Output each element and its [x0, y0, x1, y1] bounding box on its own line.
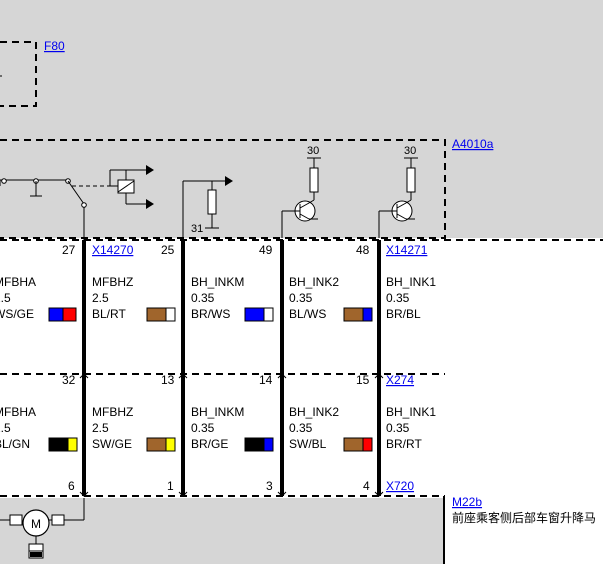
lower-swatch-3-a	[343, 437, 364, 452]
lower-color-1: SW/GE	[92, 437, 132, 451]
m22b-description: 前座乘客侧后部车窗升降马	[452, 510, 596, 525]
lower-signal-4: BH_INK1	[386, 405, 436, 419]
f80-box	[0, 41, 37, 107]
transistor-1	[281, 157, 321, 238]
lower-swatch-0	[48, 437, 78, 452]
lower-pin-32: 32	[62, 373, 76, 387]
lower-wire-labels: MFBHA 2.5 BL/GN MFBHZ 2.5 SW/GE BH_INKM …	[0, 405, 436, 451]
relay-arrow-bottom-icon	[146, 199, 154, 209]
lower-swatch-1	[146, 437, 176, 452]
lower-swatch-2-a	[244, 437, 265, 452]
upper-pin-27: 27	[62, 243, 76, 257]
lower-pin-15: 15	[356, 373, 370, 387]
wires	[82, 240, 381, 496]
upper-swatch-2	[244, 307, 274, 322]
upper-color-0: WS/GE	[0, 307, 34, 321]
lower-size-2: 0.35	[191, 421, 215, 435]
lower-signal-2: BH_INKM	[191, 405, 244, 419]
bottom-pin-1: 1	[167, 479, 174, 493]
x14270-link[interactable]: X14270	[92, 243, 134, 257]
lower-pin-13: 13	[161, 373, 175, 387]
lower-signal-1: MFBHZ	[92, 405, 133, 419]
upper-pin-48: 48	[356, 243, 370, 257]
supply-30-left: 30	[307, 145, 319, 157]
upper-swatch-1	[146, 307, 176, 322]
lower-swatch-1-a	[146, 437, 167, 452]
transistor-2	[378, 157, 418, 238]
lower-size-3: 0.35	[289, 421, 313, 435]
relay-arrow-top-icon	[146, 165, 154, 175]
upper-swatch-1-a	[146, 307, 167, 322]
upper-signal-2: BH_INKM	[191, 275, 244, 289]
lower-color-4: BR/RT	[386, 437, 422, 451]
relay-circuit	[0, 169, 146, 240]
upper-color-2: BR/WS	[191, 307, 230, 321]
upper-signal-3: BH_INK2	[289, 275, 339, 289]
upper-swatch-0-a	[48, 307, 64, 322]
lower-pin-14: 14	[259, 373, 273, 387]
bottom-pin-6: 6	[68, 479, 75, 493]
wire-ticks	[79, 373, 384, 497]
ground-label: 31	[191, 223, 203, 235]
upper-signal-1: MFBHZ	[92, 275, 133, 289]
m22b-link[interactable]: M22b	[452, 495, 482, 509]
motor-icon	[22, 509, 50, 537]
x274-link[interactable]: X274	[386, 373, 414, 387]
lower-signal-0: MFBHA	[0, 405, 36, 419]
lower-swatch-2	[244, 437, 274, 452]
upper-size-3: 0.35	[289, 291, 313, 305]
resistor-arrow-icon	[225, 176, 233, 186]
upper-pin-25: 25	[161, 243, 175, 257]
resistor-circuit	[182, 180, 225, 238]
bottom-pin-3: 3	[266, 479, 273, 493]
motor-label: M	[31, 517, 41, 531]
upper-swatch-1-b	[165, 307, 176, 322]
upper-signal-0: MFBHA	[0, 275, 36, 289]
module-background	[0, 0, 603, 238]
upper-swatch-2-b	[263, 307, 274, 322]
upper-color-4: BR/BL	[386, 307, 421, 321]
lower-color-0: BL/GN	[0, 437, 30, 451]
lower-size-4: 0.35	[386, 421, 410, 435]
upper-color-1: BL/RT	[92, 307, 126, 321]
x720-link[interactable]: X720	[386, 479, 414, 493]
upper-swatch-3-a	[343, 307, 364, 322]
lower-color-3: SW/BL	[289, 437, 327, 451]
bottom-pin-4: 4	[363, 479, 370, 493]
upper-pin-49: 49	[259, 243, 273, 257]
upper-wire-labels: MFBHA 2.5 WS/GE MFBHZ 2.5 BL/RT BH_INKM …	[0, 275, 436, 321]
lower-signal-3: BH_INK2	[289, 405, 339, 419]
upper-size-4: 0.35	[386, 291, 410, 305]
lower-size-1: 2.5	[92, 421, 109, 435]
lower-swatch-1-b	[165, 437, 176, 452]
upper-size-1: 2.5	[92, 291, 109, 305]
f80-link[interactable]: F80	[44, 39, 65, 53]
motor-module-background	[0, 498, 444, 564]
a4010a-box	[0, 139, 446, 239]
lower-size-0: 2.5	[0, 421, 11, 435]
upper-size-2: 0.35	[191, 291, 215, 305]
motor-sensor-fill	[30, 552, 42, 557]
a4010a-link[interactable]: A4010a	[452, 137, 494, 151]
upper-swatch-0	[48, 307, 77, 322]
upper-signal-4: BH_INK1	[386, 275, 436, 289]
upper-swatch-2-a	[244, 307, 265, 322]
lower-swatch-0-a	[48, 437, 69, 452]
upper-swatch-3	[343, 307, 373, 322]
x14271-link[interactable]: X14271	[386, 243, 428, 257]
upper-color-3: BL/WS	[289, 307, 326, 321]
lower-swatch-0-b	[67, 437, 78, 452]
lower-swatch-3	[343, 437, 373, 452]
upper-size-0: 2.5	[0, 291, 11, 305]
upper-swatch-0-b	[62, 307, 77, 322]
supply-30-right: 30	[404, 145, 416, 157]
upper-swatch-3-b	[362, 307, 373, 322]
lower-swatch-3-b	[362, 437, 373, 452]
lower-color-2: BR/GE	[191, 437, 228, 451]
lower-swatch-2-b	[263, 437, 274, 452]
